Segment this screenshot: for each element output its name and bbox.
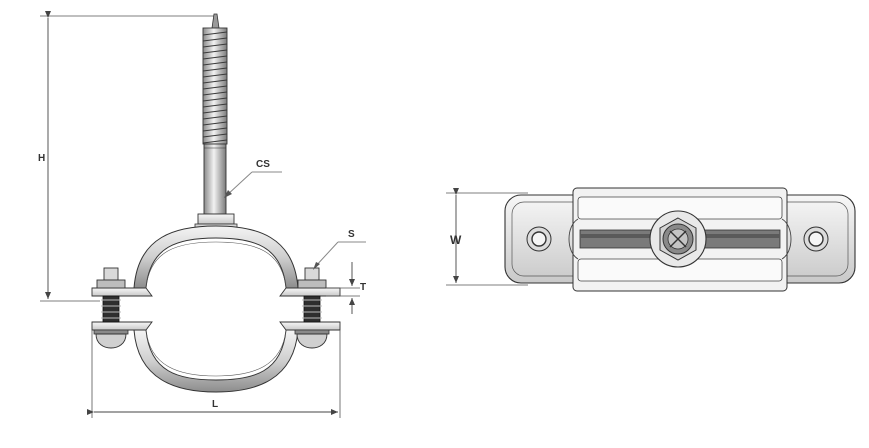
width-label: W	[450, 233, 462, 247]
thread-line	[202, 109, 228, 114]
length-dimension: L	[87, 330, 341, 418]
thread-line	[202, 103, 228, 108]
thread-line	[202, 133, 228, 138]
s-callout: S	[313, 229, 366, 270]
thickness-dimension: T	[326, 262, 366, 314]
thread-line	[202, 79, 228, 84]
thread-line	[202, 121, 228, 126]
left-mounting-hole	[526, 226, 552, 252]
thread-line	[202, 73, 228, 78]
right-mounting-hole	[803, 226, 829, 252]
height-label: H	[38, 153, 45, 164]
thread-line	[202, 61, 228, 66]
threaded-screw	[202, 13, 228, 145]
thread-line	[202, 49, 228, 54]
thread-line	[202, 127, 228, 132]
thread-line	[202, 67, 228, 72]
lower-clamp-band	[91, 321, 341, 393]
cs-callout: CS	[224, 159, 282, 198]
thread-line	[202, 55, 228, 60]
top-view: W	[446, 187, 856, 292]
thickness-label: T	[360, 282, 366, 293]
side-view: H	[38, 11, 366, 418]
length-label: L	[212, 399, 218, 410]
left-bolt-assembly	[93, 267, 129, 349]
thread-line	[202, 97, 228, 102]
center-boss	[649, 210, 707, 268]
smooth-rod	[203, 143, 227, 215]
cs-label: CS	[256, 159, 270, 170]
thread-line	[202, 43, 228, 48]
thread-line	[202, 37, 228, 42]
thread-line	[202, 31, 228, 36]
thread-line	[202, 115, 228, 120]
right-bolt-assembly	[294, 267, 330, 349]
thread-line	[202, 85, 228, 90]
width-dimension: W	[446, 188, 528, 286]
s-label: S	[348, 229, 355, 240]
thread-line	[202, 139, 228, 144]
thread-line	[202, 91, 228, 96]
height-dimension: H	[38, 11, 216, 302]
